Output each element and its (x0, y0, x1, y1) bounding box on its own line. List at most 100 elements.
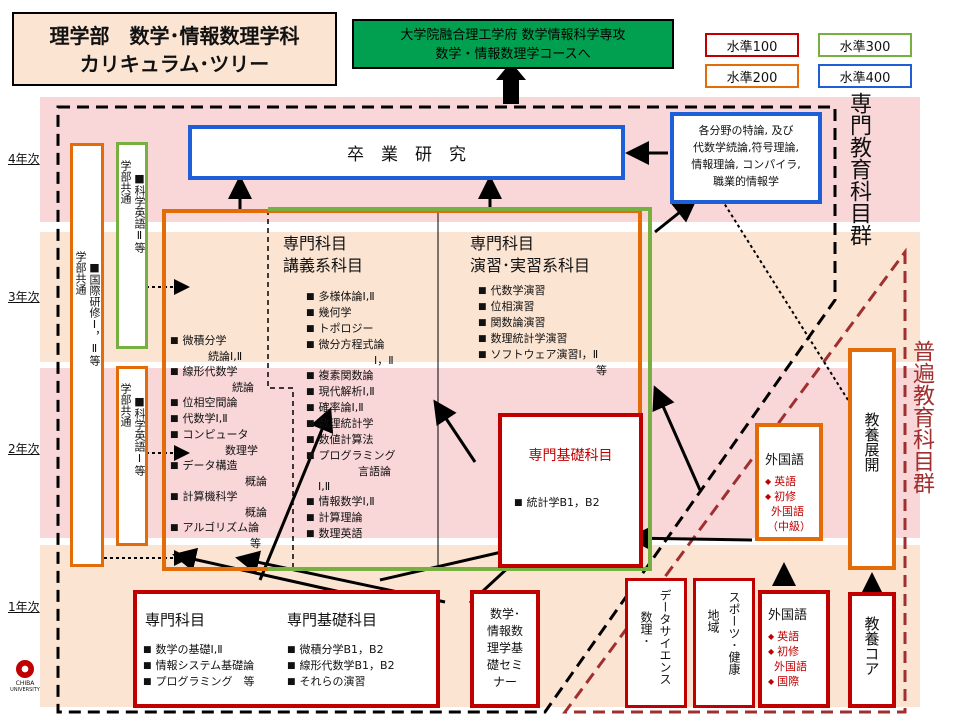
course-item: 概論 (245, 506, 267, 519)
seminar-line4: 礎セミ (486, 658, 523, 672)
course-item: 初修 (765, 489, 819, 504)
course-item: 線形代数学 (170, 364, 275, 380)
liberal-arts-core-label: 教養コア (862, 616, 881, 676)
course-item: 数学の基礎Ⅰ,Ⅱ (143, 642, 255, 658)
course-item: 外国語 (774, 660, 807, 673)
page-title-line2: カリキュラム･ツリー (79, 52, 270, 76)
common-sci-english1-a: 学部共通 (119, 383, 132, 427)
advanced-topics-box: 各分野の特論, 及び 代数学続論,符号理論, 情報理論, コンパイラ, 職業的情… (670, 112, 822, 204)
foreign-language-intermediate-title: 外国語 (765, 453, 805, 468)
course-item: プログラミング 等 (143, 674, 255, 690)
legend-level-400: 水準400 (818, 64, 912, 88)
common-sci-english1-box: 学部共通 ■科学英語Ⅰ等 (116, 366, 148, 546)
data-science-label: データサイエンス (658, 589, 672, 685)
course-item: それらの演習 (287, 674, 395, 690)
course-item: プログラミング (306, 448, 436, 464)
course-item: データ構造 (170, 458, 275, 474)
course-item: 等 (596, 364, 607, 377)
course-item: 外国語 (771, 505, 804, 518)
course-item: 数理統計学 (306, 416, 436, 432)
lecture-heading-2: 講義系科目 (283, 256, 364, 275)
logo-text-2: UNIVERSITY (10, 687, 40, 693)
legend-level-300: 水準300 (818, 33, 912, 57)
logo-mark-icon (16, 660, 34, 678)
course-item: 数値計算法 (306, 432, 436, 448)
liberal-arts-expansion-box: 教養展開 (848, 348, 896, 570)
course-item: 位相演習 (478, 299, 628, 315)
year1-heading-1: 専門科目 (145, 611, 206, 629)
senmon-group-label: 専門教育科目群 (846, 92, 871, 246)
course-item: 関数論演習 (478, 315, 628, 331)
fuhen-group-label: 普遍教育科目群 (909, 340, 934, 494)
lecture-subjects-heading: 専門科目 講義系科目 (283, 233, 363, 277)
year1-right-list: 微積分学B1，B2 線形代数学B1，B2 それらの演習 (287, 642, 395, 690)
lecture-heading-1: 専門科目 (283, 234, 348, 253)
course-item: 計算機科学 (170, 489, 275, 505)
seminar-line1: 数学･ (489, 607, 520, 621)
course-item: 幾何学 (306, 305, 436, 321)
seminar-line2: 情報数 (486, 624, 523, 638)
foreign-language-basic-box: 外国語 英語 初修 外国語 国際 (758, 590, 830, 708)
graduate-school-line1: 大学院融合理工学府 数学情報科学専攻 (400, 28, 626, 43)
course-item: 数理統計学演習 (478, 331, 628, 347)
foreign-language-intermediate-box: 外国語 英語 初修 外国語 （中級） (755, 423, 823, 541)
course-item: 計算理論 (306, 510, 436, 526)
graduation-research-label: 卒 業 研 究 (347, 145, 466, 165)
course-item: 線形代数学B1，B2 (287, 658, 395, 674)
course-item: （中級） (767, 520, 811, 533)
sports-health-label: スポーツ･健康 (727, 591, 741, 675)
seminar-line5: ナー (492, 675, 517, 689)
legend-level-100: 水準100 (705, 33, 799, 57)
course-item: 代数学Ⅰ,Ⅱ (170, 411, 275, 427)
practice-subjects-heading: 専門科目 演習･実習系科目 (470, 233, 590, 277)
course-item: 微積分学B1，B2 (287, 642, 395, 658)
course-item: 英語 (765, 474, 819, 489)
course-item: 統計学B1，B2 (502, 495, 639, 511)
course-item: 数理英語 (306, 526, 436, 542)
year-label-2: 2年次 (8, 442, 40, 456)
course-item: 言語論 (358, 465, 391, 478)
course-item: コンピュータ (170, 427, 275, 443)
year1-heading-2: 専門基礎科目 (287, 611, 378, 629)
basic-course-list: 微積分学 続論Ⅰ,Ⅱ 線形代数学 続論 位相空間論 代数学Ⅰ,Ⅱ コンピュータ … (170, 333, 275, 551)
specialized-green-box (268, 207, 652, 571)
course-item: 英語 (768, 629, 826, 644)
page-title: 理学部 数学･情報数理学科 カリキュラム･ツリー (12, 12, 337, 86)
course-item: 微積分学 (170, 333, 275, 349)
course-item: 国際 (768, 674, 826, 689)
seminar-line3: 理学基 (486, 641, 523, 655)
year-label-1: 1年次 (8, 600, 40, 614)
course-item: 等 (250, 537, 261, 550)
year1-left-list: 数学の基礎Ⅰ,Ⅱ 情報システム基礎論 プログラミング 等 (143, 642, 255, 690)
course-item: 現代解析Ⅰ,Ⅱ (306, 384, 436, 400)
course-item: 微分方程式論 (306, 337, 436, 353)
data-science-label-2: 数理･ (639, 611, 653, 647)
common-sci-english2-b: ■科学英語Ⅱ等 (133, 172, 146, 253)
common-intl-training-box: 学部共通 ■国際研修Ⅰ，Ⅱ等 (70, 143, 104, 567)
year-label-3: 3年次 (8, 290, 40, 304)
course-item: アルゴリズム論 (170, 520, 275, 536)
course-item: 続論 (232, 381, 254, 394)
course-item: Ⅰ，Ⅱ (374, 354, 394, 367)
year-label-4: 4年次 (8, 152, 40, 166)
course-item: 代数学演習 (478, 283, 628, 299)
common-intl-training-a: 学部共通 (74, 251, 87, 295)
foreign-language-basic-title: 外国語 (768, 608, 808, 623)
sports-health-box: 地域 スポーツ･健康 (693, 578, 755, 708)
course-item: 続論Ⅰ,Ⅱ (208, 350, 243, 363)
course-item: 数理学 (225, 444, 258, 457)
liberal-arts-expansion-label: 教養展開 (862, 412, 881, 472)
basic-specialized-box: 専門基礎科目 統計学B1，B2 (498, 413, 643, 568)
advanced-topics-line2: 代数学続論,符号理論, (693, 141, 799, 154)
course-item: 初修 (768, 644, 826, 659)
course-item: 多様体論Ⅰ,Ⅱ (306, 289, 436, 305)
practice-heading-1: 専門科目 (470, 234, 535, 253)
lecture-course-list: 多様体論Ⅰ,Ⅱ 幾何学 トポロジー 微分方程式論 Ⅰ，Ⅱ 複素関数論 現代解析Ⅰ… (306, 289, 436, 542)
liberal-arts-core-box: 教養コア (848, 592, 896, 708)
common-intl-training-b: ■国際研修Ⅰ，Ⅱ等 (88, 261, 101, 366)
course-item: 位相空間論 (170, 395, 275, 411)
advanced-topics-line1: 各分野の特論, 及び (698, 124, 794, 137)
legend-level-200: 水準200 (705, 64, 799, 88)
sports-health-label-2: 地域 (706, 609, 720, 633)
course-item: 確率論Ⅰ,Ⅱ (306, 400, 436, 416)
